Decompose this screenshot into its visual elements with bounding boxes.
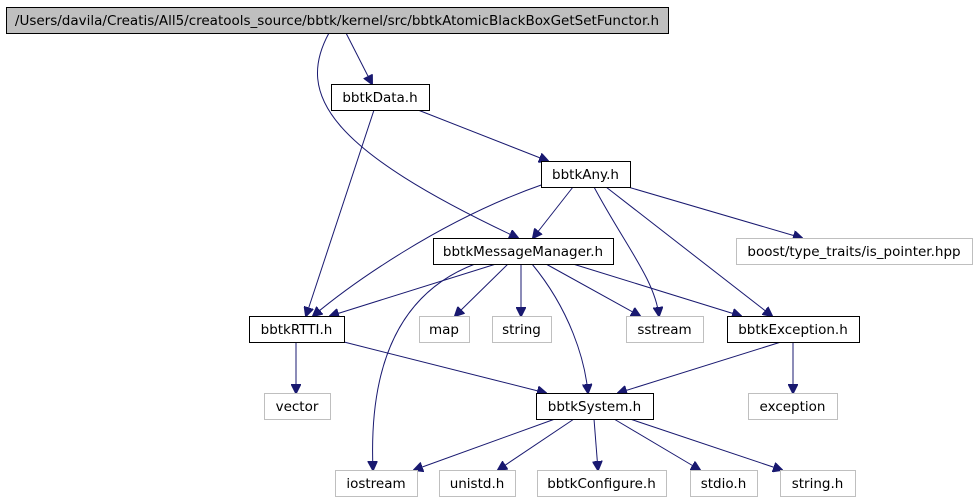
- node-label: iostream: [346, 476, 405, 492]
- edge-msg-to-iostream: [373, 263, 476, 470]
- edge-rtti-to-sys: [343, 341, 546, 393]
- node-rtti[interactable]: bbtkRTTI.h: [249, 316, 345, 343]
- node-vector: vector: [264, 393, 331, 420]
- node-stdio: stdio.h: [690, 470, 758, 497]
- node-any[interactable]: bbtkAny.h: [541, 161, 631, 188]
- node-label: bbtkRTTI.h: [261, 322, 333, 338]
- node-boost: boost/type_traits/is_pointer.hpp: [736, 238, 973, 265]
- node-string: string: [492, 316, 552, 343]
- edge-sys-to-config: [594, 418, 598, 470]
- node-label: vector: [276, 399, 319, 415]
- node-box: [433, 238, 614, 265]
- node-box: [264, 393, 331, 420]
- node-label: /Users/davila/Creatis/All5/creatools_sou…: [15, 13, 659, 29]
- node-sstream: sstream: [626, 316, 704, 343]
- edge-any-to-exc: [605, 186, 772, 316]
- edge-root-to-data: [345, 32, 372, 84]
- edge-any-to-rtti: [313, 183, 545, 316]
- edge-msg-to-sys: [531, 263, 588, 393]
- node-label: bbtkAny.h: [552, 167, 619, 183]
- edge-sys-to-unistd: [498, 418, 575, 470]
- node-label: map: [429, 322, 459, 338]
- node-box: [537, 470, 667, 497]
- edge-msg-to-exc: [572, 263, 741, 316]
- node-box: [335, 470, 418, 497]
- node-box: [331, 84, 430, 111]
- node-box: [439, 470, 516, 497]
- node-box: [727, 316, 860, 343]
- node-sys[interactable]: bbtkSystem.h: [536, 393, 654, 420]
- node-map: map: [419, 316, 470, 343]
- node-box: [748, 393, 838, 420]
- edge-exc-to-sys: [618, 341, 782, 393]
- node-box: [780, 470, 856, 497]
- edge-data-to-rtti: [306, 109, 375, 316]
- node-box: [419, 316, 470, 343]
- edge-sys-to-stringh: [629, 418, 782, 470]
- node-box: [690, 470, 758, 497]
- node-config: bbtkConfigure.h: [537, 470, 667, 497]
- node-label: bbtkData.h: [342, 90, 417, 106]
- edge-any-to-msg: [533, 186, 574, 238]
- edge-any-to-boost: [627, 186, 802, 238]
- node-label: bbtkMessageManager.h: [443, 244, 603, 260]
- edge-sys-to-iostream: [414, 418, 556, 470]
- node-box: [736, 238, 973, 265]
- node-label: bbtkException.h: [738, 322, 848, 338]
- node-exc[interactable]: bbtkException.h: [727, 316, 860, 343]
- node-label: string: [502, 322, 541, 338]
- edge-msg-to-sstream: [545, 263, 640, 316]
- node-data[interactable]: bbtkData.h: [331, 84, 430, 111]
- node-box: [249, 316, 345, 343]
- node-root[interactable]: /Users/davila/Creatis/All5/creatools_sou…: [6, 7, 669, 34]
- nodes-layer: /Users/davila/Creatis/All5/creatools_sou…: [6, 7, 973, 497]
- edge-sys-to-stdio: [613, 418, 700, 470]
- node-box: [626, 316, 704, 343]
- node-unistd: unistd.h: [439, 470, 516, 497]
- node-label: bbtkSystem.h: [548, 399, 641, 415]
- node-label: stdio.h: [701, 476, 747, 492]
- node-box: [6, 7, 669, 34]
- node-label: string.h: [792, 476, 844, 492]
- edges-layer: [296, 32, 802, 470]
- edge-root-to-msg: [316, 32, 518, 238]
- node-box: [492, 316, 552, 343]
- node-label: unistd.h: [450, 476, 505, 492]
- node-label: exception: [760, 399, 826, 415]
- node-iostream: iostream: [335, 470, 418, 497]
- node-msg[interactable]: bbtkMessageManager.h: [433, 238, 614, 265]
- node-label: bbtkConfigure.h: [547, 476, 656, 492]
- node-box: [541, 161, 631, 188]
- node-stringh: string.h: [780, 470, 856, 497]
- edge-msg-to-rtti: [330, 263, 497, 316]
- node-label: sstream: [637, 322, 691, 338]
- node-box: [536, 393, 654, 420]
- edge-msg-to-map: [455, 263, 509, 316]
- edge-data-to-any: [417, 109, 548, 161]
- edge-any-to-sstream: [593, 186, 659, 316]
- node-exception: exception: [748, 393, 838, 420]
- node-label: boost/type_traits/is_pointer.hpp: [747, 244, 960, 260]
